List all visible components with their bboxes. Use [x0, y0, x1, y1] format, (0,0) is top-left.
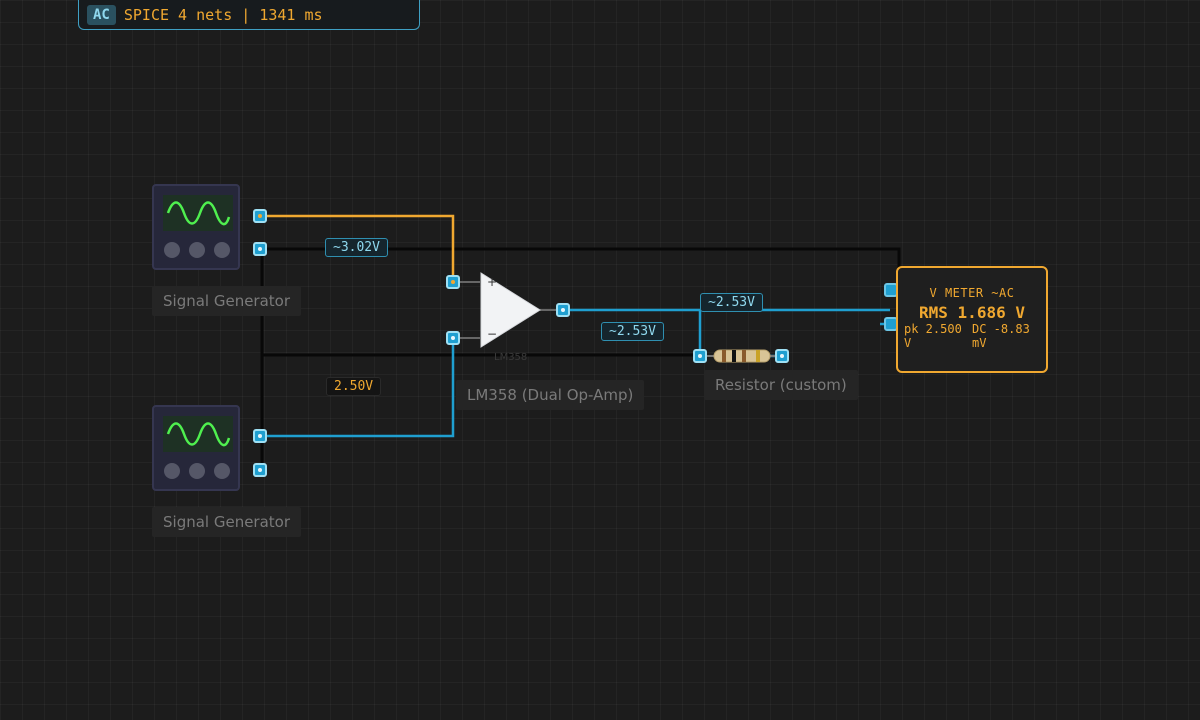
knob-icon[interactable] — [214, 242, 230, 258]
voltmeter-dc-reading: DC -8.83 mV — [972, 322, 1030, 350]
simulation-status-bar: AC SPICE 4 nets | 1341 ms — [78, 0, 420, 30]
sine-wave-icon — [163, 195, 233, 231]
signal-generator-1-label: Signal Generator — [152, 286, 302, 316]
gen2-output-pin[interactable] — [253, 429, 267, 443]
opamp-part-number: LM358 — [494, 352, 528, 363]
voltmeter[interactable]: V METER ~AC RMS 1.686 V pk 2.500 V DC -8… — [896, 266, 1048, 373]
voltmeter-title: V METER ~AC — [929, 286, 1015, 300]
net-label-output[interactable]: ~2.53V — [601, 322, 664, 341]
opamp-output-pin[interactable] — [556, 303, 570, 317]
resistor-pin-a[interactable] — [693, 349, 707, 363]
wire-gen2-to-inverting — [260, 338, 455, 438]
gen1-ground-pin[interactable] — [253, 242, 267, 256]
sine-wave-icon — [163, 416, 233, 452]
net-label-resistor[interactable]: ~2.53V — [700, 293, 763, 312]
gen1-output-pin[interactable] — [253, 209, 267, 223]
simulation-summary: SPICE 4 nets | 1341 ms — [123, 5, 323, 24]
gen2-ground-pin[interactable] — [253, 463, 267, 477]
resistor-pin-b[interactable] — [775, 349, 789, 363]
knob-icon[interactable] — [164, 463, 180, 479]
net-label-reference[interactable]: 2.50V — [326, 377, 382, 396]
opamp-label: LM358 (Dual Op-Amp) — [456, 380, 645, 410]
opamp-minus-sign: − — [487, 327, 498, 341]
ac-mode-badge[interactable]: AC — [87, 4, 116, 25]
resistor-body — [706, 349, 776, 363]
opamp-plus-sign: + — [487, 275, 498, 289]
knob-icon[interactable] — [164, 242, 180, 258]
opamp-inverting-pin[interactable] — [446, 331, 460, 345]
voltmeter-rms-reading: RMS 1.686 V — [919, 303, 1025, 322]
opamp-noninverting-pin[interactable] — [446, 275, 460, 289]
wire-gen1-to-noninverting — [260, 214, 455, 282]
voltmeter-peak-reading: pk 2.500 V — [904, 322, 962, 350]
net-label-top[interactable]: ~3.02V — [325, 238, 388, 257]
knob-icon[interactable] — [189, 463, 205, 479]
signal-generator-2[interactable] — [152, 405, 240, 491]
knob-icon[interactable] — [189, 242, 205, 258]
signal-generator-1[interactable] — [152, 184, 240, 270]
knob-icon[interactable] — [214, 463, 230, 479]
signal-generator-2-label: Signal Generator — [152, 507, 302, 537]
resistor-label: Resistor (custom) — [704, 370, 858, 400]
opamp-symbol — [459, 272, 557, 348]
